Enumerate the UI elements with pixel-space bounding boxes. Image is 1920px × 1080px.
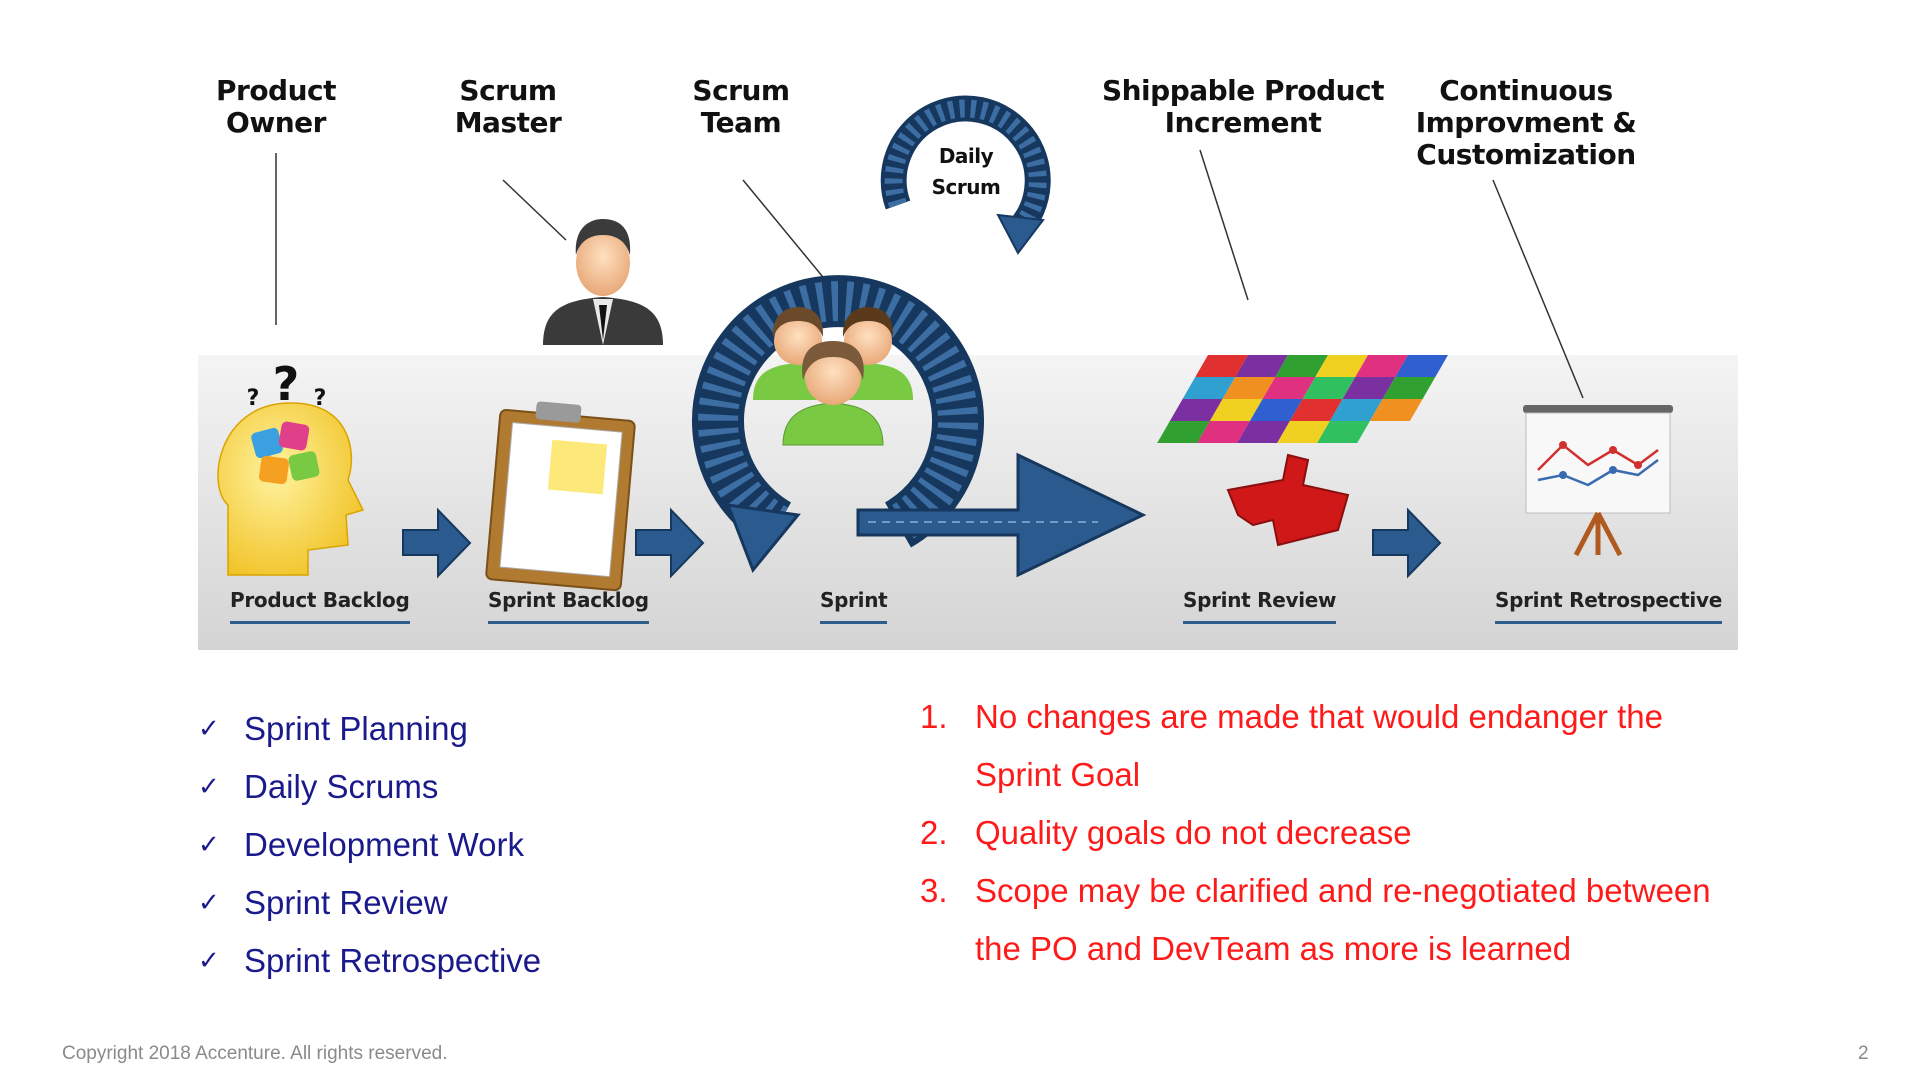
list-item: 2. Quality goals do not decrease — [920, 804, 1740, 862]
scrum-process-diagram: ? ? ? — [198, 55, 1738, 650]
svg-text:?: ? — [273, 357, 300, 411]
stage-sprint-retrospective: Sprint Retrospective — [1495, 588, 1722, 624]
scrum-master-label: Scrum Master — [443, 75, 573, 139]
shippable-increment-label-line: Shippable Product — [1101, 74, 1385, 107]
scrum-team-label-line: Scrum — [692, 74, 790, 107]
rule-number: 2. — [920, 814, 948, 851]
checkmark-icon: ✓ — [198, 888, 220, 918]
rule-text: No changes are made that would endanger … — [975, 698, 1663, 793]
stage-product-backlog: Product Backlog — [230, 588, 410, 624]
daily-scrum-label: Daily Scrum — [926, 141, 1006, 203]
list-item: ✓ Development Work — [198, 816, 541, 874]
diagram-graphic: ? ? ? — [198, 95, 1738, 650]
rule-number: 3. — [920, 872, 948, 909]
page-number: 2 — [1858, 1043, 1869, 1064]
stage-sprint-backlog: Sprint Backlog — [488, 588, 649, 624]
continuous-improvement-label-line: Continuous — [1439, 74, 1613, 107]
daily-scrum-label-line: Daily — [938, 144, 994, 168]
checkmark-icon: ✓ — [198, 830, 220, 860]
scrum-team-label: Scrum Team — [676, 75, 806, 139]
rule-text: Scope may be clarified and re-negotiated… — [975, 872, 1711, 967]
product-owner-label-line: Product — [215, 74, 337, 107]
flow-arrow-1 — [402, 507, 472, 579]
list-item: ✓ Sprint Review — [198, 874, 541, 932]
event-label: Sprint Retrospective — [244, 942, 542, 979]
svg-text:?: ? — [314, 386, 327, 411]
increment-pointer — [1199, 149, 1249, 301]
stage-sprint: Sprint — [820, 588, 888, 624]
checkmark-icon: ✓ — [198, 946, 220, 976]
sprint-cycle-arrow — [692, 275, 984, 573]
rule-text: Quality goals do not decrease — [975, 814, 1412, 851]
list-item: ✓ Sprint Planning — [198, 700, 541, 758]
scrum-events-checklist: ✓ Sprint Planning ✓ Daily Scrums ✓ Devel… — [198, 700, 541, 990]
scrum-master-label-line: Scrum — [459, 74, 557, 107]
sprint-rules-list: 1. No changes are made that would endang… — [920, 688, 1740, 978]
event-label: Daily Scrums — [244, 768, 439, 805]
rule-number: 1. — [920, 698, 948, 735]
scrum-master-label-line: Master — [454, 106, 562, 139]
checkmark-icon: ✓ — [198, 714, 220, 744]
list-item: ✓ Sprint Retrospective — [198, 932, 541, 990]
shippable-increment-label: Shippable Product Increment — [1098, 75, 1388, 139]
product-owner-label: Product Owner — [206, 75, 346, 139]
event-label: Sprint Planning — [244, 710, 468, 747]
continuous-improvement-label-line: Improvment & — [1415, 106, 1637, 139]
continuous-improvement-label: Continuous Improvment & Customization — [1411, 75, 1641, 171]
flow-arrow-2 — [635, 507, 705, 579]
retrospective-pointer — [1492, 179, 1584, 399]
daily-scrum-label-line: Scrum — [931, 175, 1001, 199]
list-item: 1. No changes are made that would endang… — [920, 688, 1740, 804]
stage-sprint-review: Sprint Review — [1183, 588, 1337, 624]
puzzle-increment-icon — [1157, 355, 1448, 444]
scrum-team-icon — [753, 307, 913, 446]
event-label: Sprint Review — [244, 884, 448, 921]
confused-head-icon: ? ? ? — [217, 357, 365, 576]
checkmark-icon: ✓ — [198, 772, 220, 802]
scrum-master-icon — [543, 219, 663, 345]
sprint-output-arrow — [856, 452, 1147, 578]
continuous-improvement-label-line: Customization — [1416, 138, 1636, 171]
product-owner-label-line: Owner — [226, 106, 326, 139]
red-puzzle-piece-icon — [1226, 453, 1350, 547]
scrum-team-label-line: Team — [700, 106, 782, 139]
copyright-footer: Copyright 2018 Accenture. All rights res… — [62, 1043, 448, 1064]
daily-scrum-loop — [880, 95, 1051, 255]
shippable-increment-label-line: Increment — [1164, 106, 1322, 139]
retrospective-chart-icon — [1523, 405, 1673, 557]
event-label: Development Work — [244, 826, 525, 863]
clipboard-icon — [485, 401, 636, 592]
list-item: 3. Scope may be clarified and re-negotia… — [920, 862, 1740, 978]
svg-text:?: ? — [247, 386, 260, 411]
scrum-master-pointer — [502, 179, 567, 241]
list-item: ✓ Daily Scrums — [198, 758, 541, 816]
flow-arrow-3 — [1372, 507, 1442, 579]
